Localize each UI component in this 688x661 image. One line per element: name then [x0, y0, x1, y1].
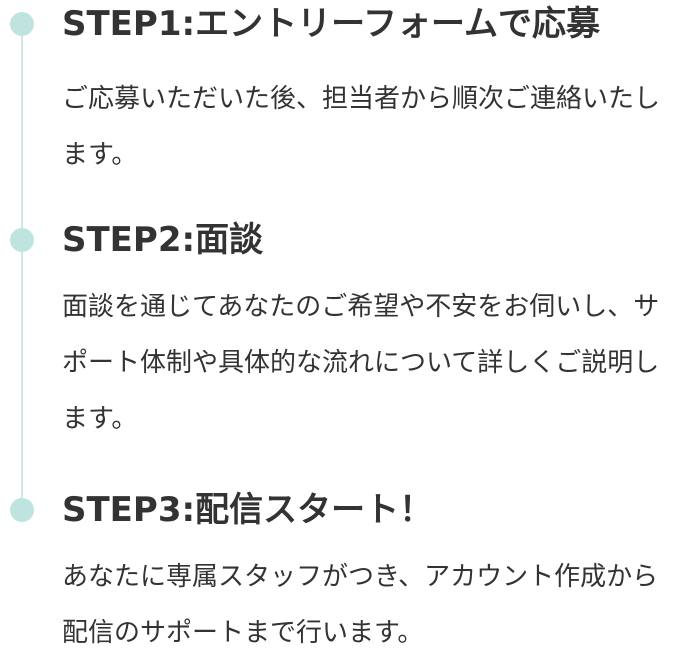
step-marker-dot	[10, 12, 34, 36]
step-marker-dot	[10, 498, 34, 522]
timeline-line	[21, 28, 23, 498]
step-description: あなたに専属スタッフがつき、アカウント作成から配信のサポートまで行います。	[62, 562, 659, 648]
step-description: ご応募いただいた後、担当者から順次ご連絡いたします。	[62, 84, 661, 170]
step-title: STEP3:配信スタート！	[62, 490, 434, 530]
step-description: 面談を通じてあなたのご希望や不安をお伺いし、サポート体制や具体的な流れについて詳…	[62, 292, 660, 434]
step-title: STEP1:エントリーフォームで応募	[62, 4, 601, 44]
step-title: STEP2:面談	[62, 220, 264, 260]
step-marker-dot	[10, 228, 34, 252]
